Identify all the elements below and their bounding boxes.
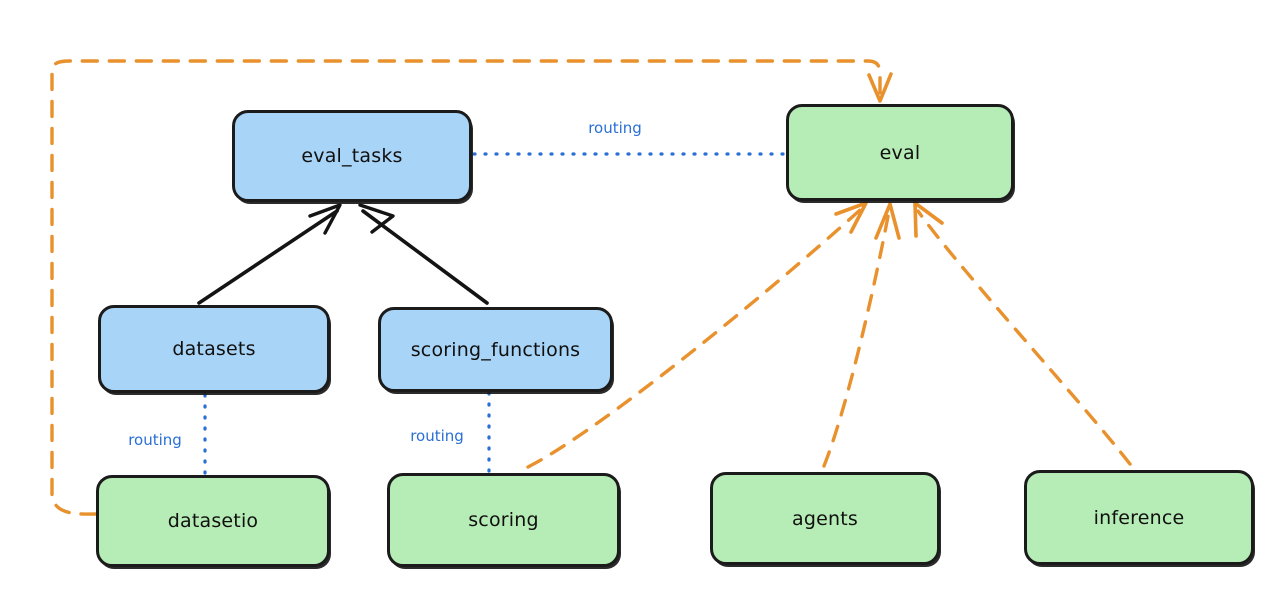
edge-label-routing-scoring-functions-scoring: routing [410, 427, 464, 445]
node-datasets[interactable]: datasets [98, 305, 330, 393]
arrowhead-datasets-eval_tasks [308, 203, 342, 235]
node-scoring[interactable]: scoring [387, 473, 620, 567]
node-eval[interactable]: eval [786, 104, 1014, 201]
edge-datasets-to-eval_tasks [197, 209, 339, 305]
edge-agents-to-eval [822, 209, 891, 468]
edge-inference-to-eval [916, 209, 1132, 466]
edge-label-routing-eval-tasks-eval: routing [588, 119, 642, 137]
node-agents[interactable]: agents [710, 472, 940, 565]
node-datasetio[interactable]: datasetio [96, 475, 330, 567]
arrowhead-datasetio-eval [867, 72, 893, 103]
arrowhead-inference-eval [913, 201, 944, 238]
node-eval-tasks[interactable]: eval_tasks [232, 110, 472, 202]
edge-scoring_functions-to-eval_tasks [361, 209, 489, 305]
node-label-scoring-functions: scoring_functions [410, 338, 581, 361]
node-label-datasets: datasets [172, 338, 256, 360]
node-label-agents: agents [792, 507, 858, 530]
node-scoring-functions[interactable]: scoring_functions [378, 307, 613, 392]
node-label-eval: eval [879, 141, 921, 164]
node-label-inference: inference [1093, 506, 1185, 529]
edge-label-routing-datasets-datasetio: routing [128, 431, 182, 449]
arrowhead-agents-eval [874, 202, 901, 240]
node-label-datasetio: datasetio [167, 510, 259, 532]
arrowhead-scoring-eval [834, 201, 868, 234]
node-label-scoring: scoring [468, 509, 539, 531]
arrowhead-scoring_functions-eval_tasks [358, 203, 395, 234]
node-inference[interactable]: inference [1024, 470, 1254, 565]
node-label-eval-tasks: eval_tasks [301, 145, 403, 167]
